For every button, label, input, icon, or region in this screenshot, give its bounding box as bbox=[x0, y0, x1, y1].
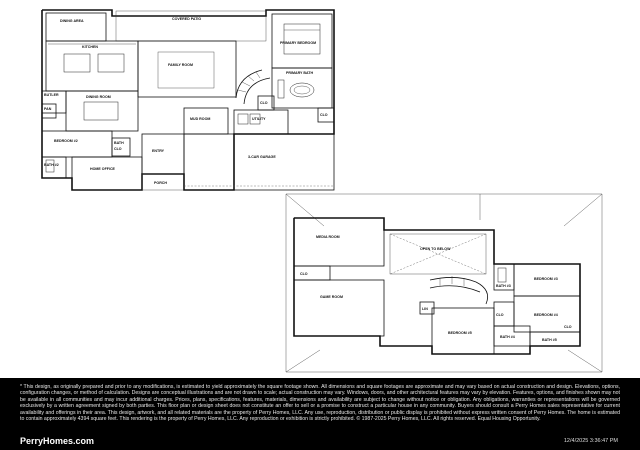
room-porch: PORCH bbox=[154, 181, 167, 185]
room-family-room: FAMILY ROOM bbox=[168, 63, 193, 67]
room-dining-area: DINING AREA bbox=[60, 19, 84, 23]
room-bath-4: BATH #4 bbox=[500, 335, 515, 339]
room-closet-2a: CLO bbox=[496, 313, 504, 317]
room-bath-3: BATH #3 bbox=[496, 284, 511, 288]
room-bath-small: BATH bbox=[114, 141, 124, 145]
brand-website[interactable]: PerryHomes.com bbox=[20, 436, 95, 446]
room-bedroom-4: BEDROOM #4 bbox=[534, 313, 558, 317]
second-floor-plan: MEDIA ROOM GAME ROOM OPEN TO BELOW BATH … bbox=[285, 193, 603, 373]
room-mud-room: MUD ROOM bbox=[190, 117, 210, 121]
room-utility: UTILITY bbox=[252, 117, 266, 121]
room-primary-bedroom: PRIMARY BEDROOM bbox=[280, 41, 316, 45]
room-bath-2: BATH #2 bbox=[44, 163, 59, 167]
room-kitchen: KITCHEN bbox=[82, 45, 98, 49]
room-garage: 3-CAR GARAGE bbox=[248, 155, 276, 159]
room-game-room: GAME ROOM bbox=[320, 295, 343, 299]
first-floor-plan: DINING AREA COVERED PATIO KITCHEN FAMILY… bbox=[41, 9, 335, 191]
room-dining-room: DINING ROOM bbox=[86, 95, 111, 99]
legal-disclaimer: * This design, as originally prepared an… bbox=[20, 384, 620, 423]
room-bath-5: BATH #5 bbox=[542, 338, 557, 342]
room-entry: ENTRY bbox=[152, 149, 165, 153]
room-covered-patio: COVERED PATIO bbox=[172, 17, 201, 21]
print-timestamp: 12/4/2025 3:36:47 PM bbox=[563, 438, 618, 444]
room-media-room: MEDIA ROOM bbox=[316, 235, 340, 239]
room-closet-b: CLO bbox=[320, 113, 328, 117]
room-closet-c: CLO bbox=[114, 147, 122, 151]
room-closet-2c: CLO bbox=[564, 325, 572, 329]
disclaimer-footer: * This design, as originally prepared an… bbox=[0, 378, 640, 450]
room-closet-2b: CLO bbox=[300, 272, 308, 276]
room-bedroom-2: BEDROOM #2 bbox=[54, 139, 78, 143]
room-primary-bath: PRIMARY BATH bbox=[286, 71, 313, 75]
room-open-to-below: OPEN TO BELOW bbox=[420, 247, 451, 251]
room-linen: LIN bbox=[422, 307, 428, 311]
room-pantry: PAN bbox=[44, 107, 52, 111]
room-bedroom-3: BEDROOM #3 bbox=[534, 277, 558, 281]
room-home-office: HOME OFFICE bbox=[90, 167, 116, 171]
room-closet-a: CLO bbox=[260, 101, 268, 105]
room-bedroom-5: BEDROOM #5 bbox=[448, 331, 472, 335]
room-butler-pantry: BUTLER bbox=[44, 93, 59, 97]
